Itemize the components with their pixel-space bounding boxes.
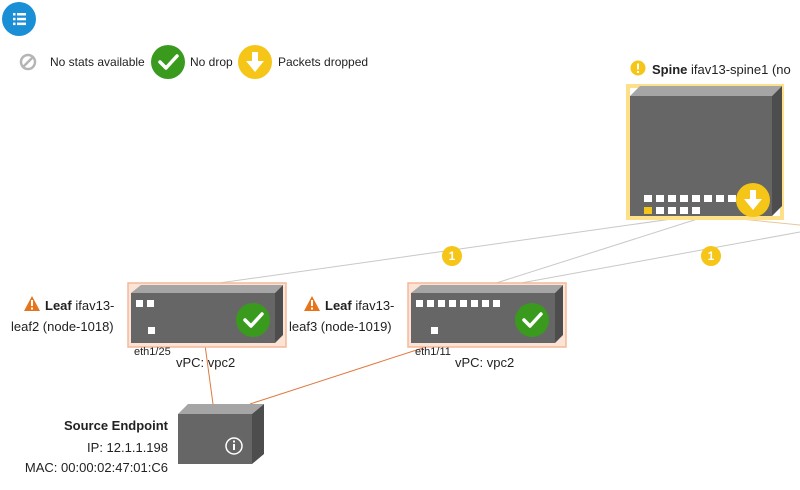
leaf2-warning-icon bbox=[24, 296, 40, 316]
link-leaf3-offscreen[interactable] bbox=[509, 231, 800, 286]
path-leaf3-endpoint[interactable] bbox=[249, 344, 433, 405]
legend-packets-dropped bbox=[237, 44, 273, 85]
legend-no-drop-label: No drop bbox=[190, 55, 233, 69]
legend-packets-dropped-label: Packets dropped bbox=[278, 55, 369, 69]
leaf3-name: ifav13- bbox=[355, 298, 395, 313]
legend-no-stats-label: No stats available bbox=[50, 55, 145, 69]
link-leaf3-spine[interactable] bbox=[489, 214, 711, 286]
source-endpoint-mac: MAC: 00:00:02:47:01:C6 bbox=[24, 460, 168, 475]
path-leaf2-endpoint[interactable] bbox=[204, 344, 214, 405]
info-icon bbox=[225, 437, 243, 455]
source-endpoint-title[interactable]: Source Endpoint bbox=[64, 418, 168, 433]
leaf3-label-line1[interactable]: Leaf ifav13- bbox=[325, 298, 394, 313]
leaf2-port: eth1/25 bbox=[134, 346, 171, 358]
legend-no-drop bbox=[150, 44, 186, 85]
check-icon bbox=[236, 303, 270, 337]
leaf2-label-line2[interactable]: leaf2 (node-1018) bbox=[11, 319, 114, 334]
leaf3-vpc: vPC: vpc2 bbox=[455, 355, 515, 370]
check-icon bbox=[151, 45, 185, 79]
check-icon bbox=[515, 303, 549, 337]
leaf3-port: eth1/11 bbox=[415, 346, 451, 358]
spine-name: ifav13-spine1 (no bbox=[691, 62, 791, 77]
leaf2-switch[interactable] bbox=[127, 282, 287, 348]
source-endpoint-ip: IP: 12.1.1.198 bbox=[87, 440, 168, 455]
no-stats-icon bbox=[19, 53, 37, 71]
link-warning-badge[interactable]: 1 bbox=[442, 246, 462, 266]
list-menu-button[interactable] bbox=[2, 2, 36, 36]
spine-label[interactable]: Spine ifav13-spine1 (no bbox=[652, 62, 791, 77]
leaf3-warning-icon bbox=[304, 296, 320, 316]
link-warning-badge[interactable]: 1 bbox=[701, 246, 721, 266]
leaf2-role: Leaf bbox=[45, 298, 72, 313]
arrow-down-icon bbox=[238, 45, 272, 79]
legend-no-stats bbox=[18, 52, 38, 77]
leaf2-vpc: vPC: vpc2 bbox=[176, 355, 236, 370]
leaf3-label-line2[interactable]: leaf3 (node-1019) bbox=[289, 319, 392, 334]
leaf2-label-line1[interactable]: Leaf ifav13- bbox=[45, 298, 114, 313]
list-icon bbox=[13, 13, 26, 26]
arrow-down-icon bbox=[736, 183, 770, 217]
spine-role: Spine bbox=[652, 62, 688, 77]
spine-switch[interactable] bbox=[626, 84, 786, 220]
source-endpoint-device[interactable] bbox=[176, 402, 266, 466]
spine-warning-icon bbox=[630, 60, 646, 81]
leaf3-role: Leaf bbox=[325, 298, 352, 313]
leaf3-switch[interactable] bbox=[407, 282, 567, 348]
leaf2-name: ifav13- bbox=[75, 298, 115, 313]
